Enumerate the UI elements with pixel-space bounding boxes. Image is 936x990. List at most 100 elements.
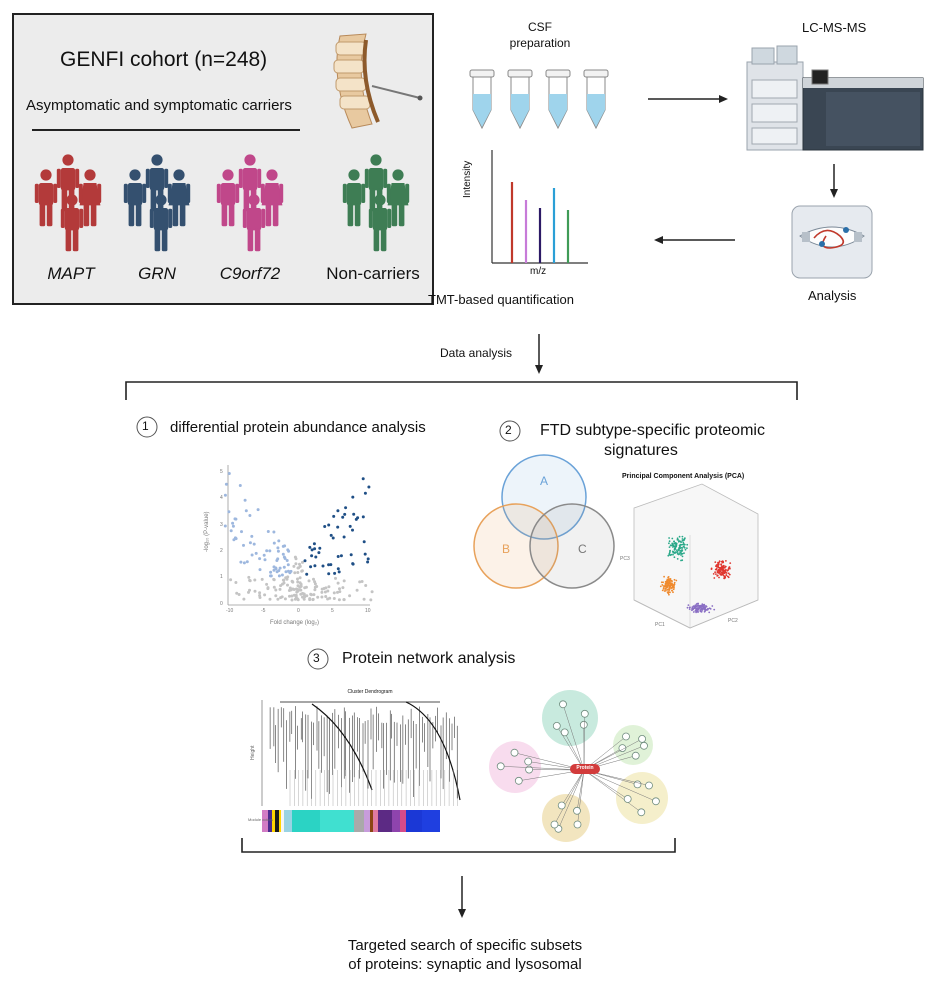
pca-point [680, 554, 682, 556]
volcano-point [231, 524, 235, 528]
arrowheads [458, 95, 838, 918]
pca-point [668, 593, 670, 596]
pca-point [668, 578, 670, 580]
volcano-point [283, 597, 287, 601]
step-2-label-2: signatures [604, 442, 678, 459]
volcano-point [301, 560, 304, 564]
pca-point [673, 585, 675, 588]
volcano-point [272, 578, 276, 582]
volcano-point [338, 587, 341, 591]
pca-point [720, 567, 723, 570]
conclusion-line-2: of proteins: synaptic and lysosomal [348, 956, 582, 973]
volcano-point [364, 584, 368, 587]
volcano-point [326, 589, 330, 593]
volcano-point [321, 564, 325, 568]
pca-point [714, 561, 717, 563]
network-node [579, 720, 588, 729]
volcano-point [341, 586, 345, 590]
volcano-point [268, 597, 272, 601]
lcms-label: LC-MS-MS [802, 20, 867, 35]
network-edge [564, 732, 585, 771]
step-3-number: 3 [313, 651, 320, 665]
module-color-segment [320, 810, 354, 832]
pca-point [692, 611, 695, 613]
volcano-point [250, 553, 254, 557]
pca-point [681, 535, 684, 538]
volcano-point [342, 535, 346, 539]
csf-tube [469, 69, 495, 130]
pca-point [679, 543, 682, 546]
module-color-segment [400, 810, 406, 832]
person-figure [123, 169, 147, 227]
volcano-point [349, 553, 353, 557]
dendrogram-ylabel: Height [250, 745, 256, 760]
pca-point [715, 573, 717, 575]
pca-point [673, 578, 676, 581]
volcano-point [296, 588, 300, 592]
volcano-point [313, 585, 317, 589]
pca-points [659, 535, 732, 614]
volcano-point [242, 561, 246, 565]
person-figure [167, 169, 191, 227]
volcano-point [286, 583, 289, 587]
pca-point [708, 611, 711, 614]
pca-point [721, 565, 723, 567]
network-node [638, 735, 646, 743]
pca-point [686, 547, 688, 549]
pca-point [713, 577, 716, 579]
network-node [557, 801, 566, 810]
csf-tubes [469, 69, 609, 130]
volcano-point [323, 525, 327, 528]
volcano-point [234, 581, 238, 584]
volcano-point [223, 524, 227, 528]
volcano-point [266, 587, 270, 591]
network-edge [556, 725, 585, 771]
pca-point [722, 564, 725, 567]
volcano-point [287, 589, 291, 592]
volcano-point [304, 585, 308, 589]
pca-point [680, 549, 683, 552]
step-2-circle [499, 420, 521, 442]
pca-point [668, 553, 671, 556]
volcano-point [354, 517, 358, 521]
pca-point [711, 605, 714, 607]
pca-point [725, 572, 728, 574]
volcano-point [313, 588, 317, 592]
volcano-point [247, 575, 251, 579]
volcano-point [266, 530, 270, 533]
step-1-label: differential protein abundance analysis [170, 419, 426, 436]
tmt-label: TMT-based quantification [428, 292, 574, 307]
volcano-point [362, 540, 366, 544]
volcano-point [279, 584, 283, 588]
volcano-point [237, 593, 241, 596]
pca-point [679, 550, 682, 552]
network-edge [562, 704, 585, 771]
pca-point [686, 543, 689, 546]
pca-point [726, 569, 729, 572]
pca-point [716, 571, 719, 574]
pca-point [696, 602, 699, 605]
pca-point [717, 565, 719, 568]
person-figure [242, 194, 266, 252]
pca-point [668, 584, 671, 587]
network-node [573, 806, 581, 815]
volcano-ytick-5: 5 [220, 469, 223, 475]
pca-point [718, 571, 721, 574]
volcano-point [329, 563, 333, 567]
volcano-point [360, 580, 364, 583]
volcano-point [296, 584, 300, 588]
volcano-point [248, 588, 251, 592]
pca-point [671, 543, 674, 546]
volcano-point [369, 598, 373, 602]
volcano-point [232, 538, 236, 542]
volcano-point [312, 593, 316, 597]
pca-point [724, 565, 727, 568]
volcano-point [286, 563, 290, 567]
volcano-point [363, 491, 367, 495]
spectrum-plot [491, 150, 588, 264]
person-figure [78, 169, 102, 227]
network-hub [570, 764, 600, 774]
pca-point [724, 576, 726, 579]
pca-point [676, 537, 679, 540]
